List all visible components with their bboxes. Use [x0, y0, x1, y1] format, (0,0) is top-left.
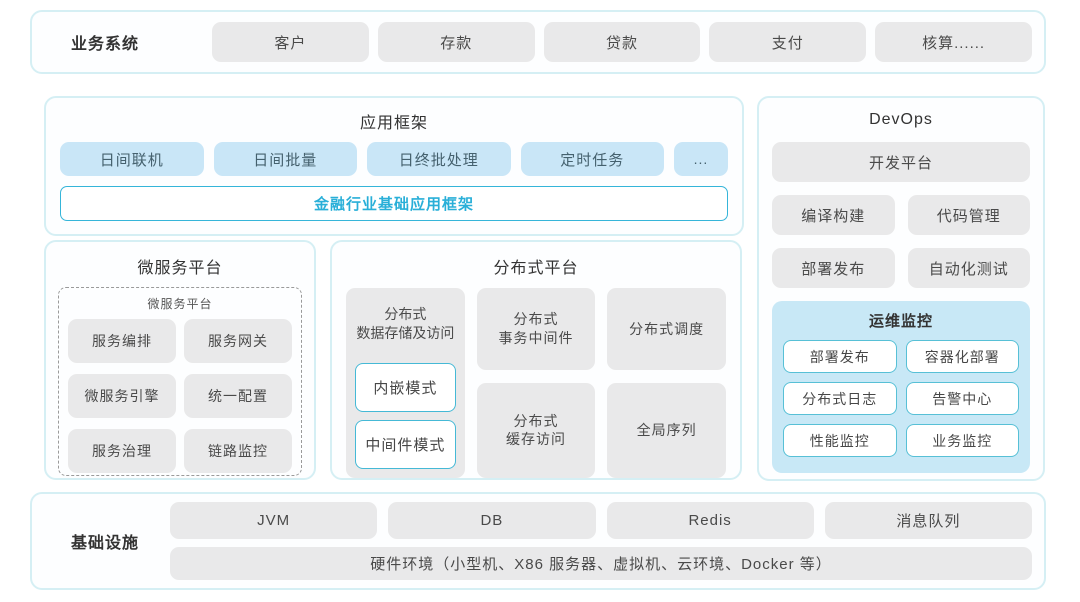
appfw-item-daytime-online: 日间联机	[60, 142, 204, 176]
microservice-grid: 服务编排 服务网关 微服务引擎 统一配置 服务治理 链路监控	[68, 319, 292, 473]
infrastructure-chip-row: JVM DB Redis 消息队列	[170, 502, 1032, 539]
infrastructure-panel: 基础设施 JVM DB Redis 消息队列 硬件环境（小型机、X86 服务器、…	[30, 492, 1046, 590]
appfw-item-scheduled-task: 定时任务	[520, 142, 664, 176]
app-framework-chip-row: 日间联机 日间批量 日终批处理 定时任务 ...	[60, 142, 728, 176]
finance-base-framework-banner: 金融行业基础应用框架	[60, 186, 728, 221]
distributed-item-cache-access: 分布式 缓存访问	[476, 383, 596, 478]
microservice-platform-title: 微服务平台	[137, 260, 223, 277]
monitor-item-distributed-logs: 分布式日志	[783, 382, 897, 415]
monitor-item-deploy-release: 部署发布	[783, 340, 897, 373]
distributed-grid: 分布式 数据存储及访问 内嵌模式 中间件模式 分布式 事务中间件 分布式 缓存访…	[346, 288, 726, 478]
business-item-deposit: 存款	[377, 22, 535, 62]
microservice-platform-panel: 微服务平台 微服务平台 服务编排 服务网关 微服务引擎 统一配置 服务治理 链路…	[44, 240, 316, 480]
app-framework-panel: 应用框架 日间联机 日间批量 日终批处理 定时任务 ... 金融行业基础应用框架	[44, 96, 744, 236]
distributed-item-scheduling: 分布式调度	[607, 288, 726, 370]
infrastructure-label: 基础设施	[70, 535, 139, 552]
devops-item-code-management: 代码管理	[907, 195, 1030, 235]
devops-item-automated-testing: 自动化测试	[907, 248, 1030, 288]
appfw-item-more: ...	[674, 142, 728, 176]
distributed-storage-label: 分布式 数据存储及访问	[356, 306, 455, 341]
distributed-platform-panel: 分布式平台 分布式 数据存储及访问 内嵌模式 中间件模式 分布式 事务中间件 分…	[330, 240, 742, 480]
business-systems-chip-row: 客户 存款 贷款 支付 核算......	[212, 22, 1032, 62]
distributed-col-2: 分布式 事务中间件 分布式 缓存访问	[476, 288, 596, 478]
micro-item-service-orchestration: 服务编排	[68, 319, 176, 363]
infra-item-message-queue: 消息队列	[824, 502, 1032, 539]
storage-mode-middleware: 中间件模式	[355, 419, 456, 469]
devops-item-deploy-release: 部署发布	[772, 248, 895, 288]
devops-title: DevOps	[869, 111, 933, 128]
devops-item-compile-build: 编译构建	[772, 195, 895, 235]
business-item-customer: 客户	[212, 22, 369, 62]
business-item-loan: 贷款	[543, 22, 701, 62]
micro-item-service-gateway: 服务网关	[184, 319, 292, 363]
appfw-item-daytime-batch: 日间批量	[213, 142, 357, 176]
distributed-storage-box: 分布式 数据存储及访问 内嵌模式 中间件模式	[346, 288, 465, 478]
micro-item-microservice-engine: 微服务引擎	[68, 374, 176, 418]
monitor-item-performance-monitoring: 性能监控	[783, 424, 897, 457]
distributed-item-transaction-middleware: 分布式 事务中间件	[476, 288, 596, 370]
devops-grid: 编译构建 代码管理 部署发布 自动化测试	[772, 195, 1030, 288]
microservice-inner-title: 微服务平台	[147, 297, 213, 311]
storage-mode-embedded: 内嵌模式	[355, 362, 456, 412]
distributed-item-global-sequence: 全局序列	[607, 383, 726, 478]
micro-item-service-governance: 服务治理	[68, 429, 176, 473]
microservice-inner-box: 微服务平台 服务编排 服务网关 微服务引擎 统一配置 服务治理 链路监控	[58, 287, 302, 476]
monitor-item-alert-center: 告警中心	[905, 382, 1019, 415]
devops-dev-platform: 开发平台	[772, 142, 1030, 182]
business-item-payment: 支付	[709, 22, 867, 62]
infra-item-db: DB	[388, 502, 596, 539]
business-systems-panel: 业务系统 客户 存款 贷款 支付 核算......	[30, 10, 1046, 74]
infrastructure-content: JVM DB Redis 消息队列 硬件环境（小型机、X86 服务器、虚拟机、云…	[170, 502, 1032, 580]
micro-item-unified-config: 统一配置	[184, 374, 292, 418]
business-item-accounting: 核算......	[875, 22, 1032, 62]
ops-monitoring-title: 运维监控	[868, 313, 933, 330]
micro-item-link-monitoring: 链路监控	[184, 429, 292, 473]
infra-item-jvm: JVM	[170, 502, 378, 539]
distributed-platform-title: 分布式平台	[493, 260, 579, 277]
hardware-environment-bar: 硬件环境（小型机、X86 服务器、虚拟机、云环境、Docker 等）	[170, 547, 1032, 580]
distributed-col-3: 分布式调度 全局序列	[607, 288, 726, 478]
app-framework-title: 应用框架	[359, 115, 428, 132]
ops-monitoring-card: 运维监控 部署发布 容器化部署 分布式日志 告警中心 性能监控 业务监控	[772, 301, 1030, 473]
infra-item-redis: Redis	[606, 502, 814, 539]
ops-monitoring-grid: 部署发布 容器化部署 分布式日志 告警中心 性能监控 业务监控	[783, 340, 1019, 457]
monitor-item-containerized-deploy: 容器化部署	[905, 340, 1019, 373]
monitor-item-business-monitoring: 业务监控	[905, 424, 1019, 457]
business-systems-label: 业务系统	[70, 36, 139, 53]
devops-panel: DevOps 开发平台 编译构建 代码管理 部署发布 自动化测试 运维监控 部署…	[757, 96, 1045, 481]
appfw-item-eod-batch: 日终批处理	[367, 142, 511, 176]
